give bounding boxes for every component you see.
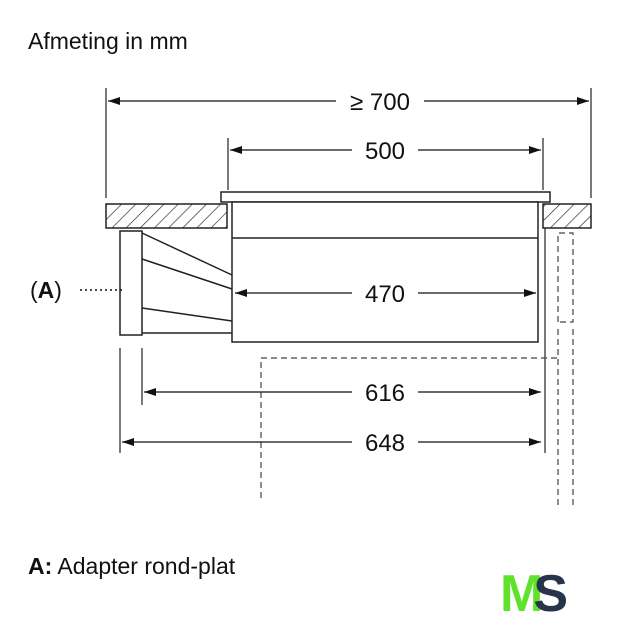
ms-logo: MS: [500, 565, 568, 623]
callout-a: (A): [30, 277, 62, 303]
legend-key: A:: [28, 553, 53, 579]
worktop-left: [105, 203, 228, 229]
legend-text: Adapter rond-plat: [57, 553, 236, 579]
adapter-a: [119, 230, 233, 336]
dim-cutout: 500: [365, 138, 405, 165]
dim-depth-inner: 616: [365, 380, 405, 407]
logo-m: M: [500, 565, 543, 623]
worktop-right: [542, 203, 592, 229]
dim-min-width: ≥ 700: [350, 89, 410, 116]
legend-note: A: Adapter rond-plat: [28, 553, 235, 580]
dim-body: 470: [365, 281, 405, 308]
dim-depth-total: 648: [365, 430, 405, 457]
drawer-outline: [260, 357, 557, 498]
diagram-title: Afmeting in mm: [28, 28, 188, 54]
rear-outline: [557, 232, 574, 323]
glass-top: [220, 191, 551, 203]
appliance-body: [231, 201, 539, 343]
logo-s: S: [533, 565, 568, 623]
